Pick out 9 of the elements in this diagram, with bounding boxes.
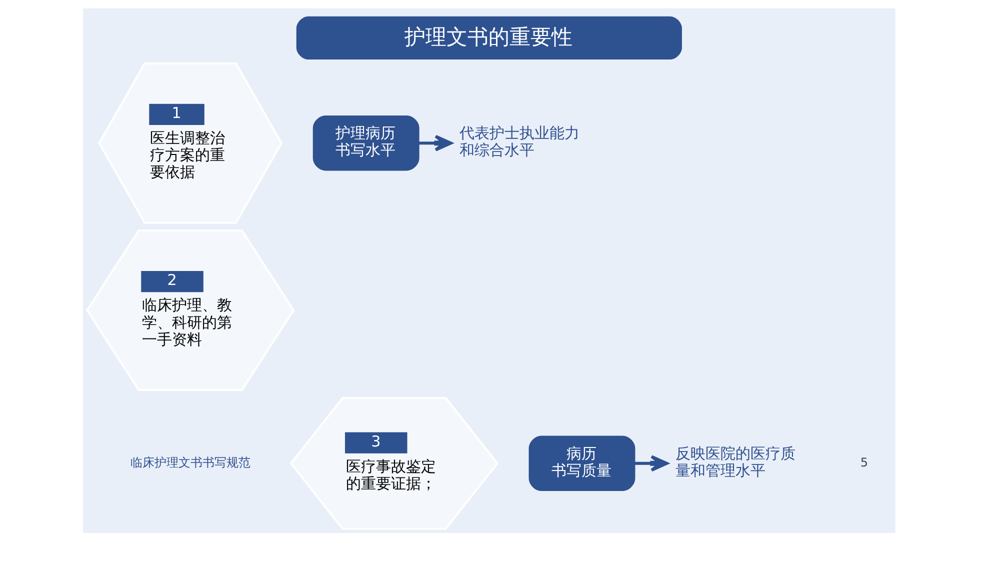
node-text: 代表护士执业能力和综合水平 [459, 124, 580, 160]
diagram-title: 护理文书的重要性 [404, 24, 572, 49]
label: 5 [860, 455, 868, 470]
node-box: 病历书写质量 [528, 436, 636, 491]
arrow [418, 134, 452, 152]
arrow [634, 455, 668, 472]
label: 临床护理文书书写规范 [130, 455, 250, 470]
node-text: 反映医院的医疗质量和管理水平 [675, 444, 796, 480]
node-box: 护理病历书写水平 [312, 115, 420, 171]
